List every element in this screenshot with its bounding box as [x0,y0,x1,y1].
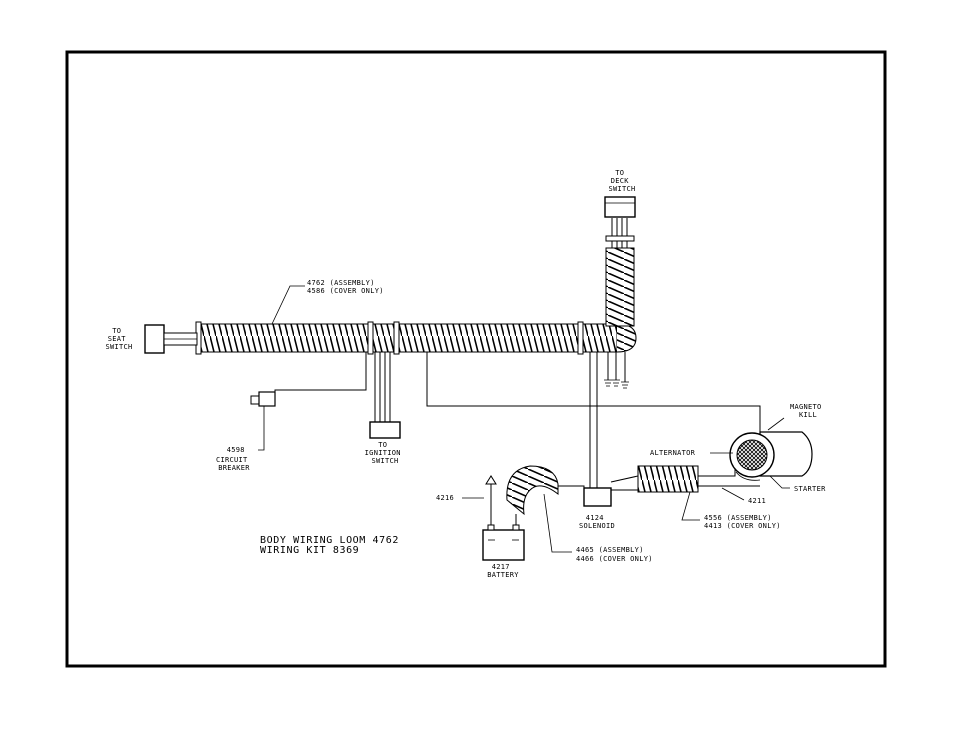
ground-strap [462,475,497,525]
seat-switch-label: TO SEAT SWITCH [105,327,132,351]
deck-switch-label: TO DECK SWITCH [608,169,635,193]
starter-leader [769,475,790,489]
alternator-label: ALTERNATOR [650,449,696,457]
circuit-breaker [250,391,276,451]
solenoid [583,487,612,507]
battery-loom-leader [543,493,572,553]
battery [482,529,525,561]
battery-label: 4217 BATTERY [487,563,519,579]
ground-terminals [604,352,629,389]
engine [729,431,813,481]
magneto-kill-label: MAGNETO KILL [790,403,826,419]
ignition-switch-connector [369,421,401,439]
magneto-kill-wire [426,352,761,432]
diagram-title: BODY WIRING LOOM 4762 WIRING KIT 8369 [260,535,406,556]
main-loom-leader [271,285,305,325]
starter-part-leader [721,487,745,501]
alternator-loom-label: 4556 (ASSEMBLY) 4413 (COVER ONLY) [704,514,781,530]
solenoid-label: 4124 SOLENOID [579,514,615,530]
ignition-wires [274,352,391,422]
main-loom-label: 4762 (ASSEMBLY) 4586 (COVER ONLY) [307,279,384,295]
main-loom [195,321,637,355]
engine-flywheel-screen [736,439,768,471]
alternator-loom [610,462,760,521]
diagram-frame [65,50,887,668]
deck-loom [605,218,635,327]
battery-loom [506,465,585,525]
starter-part-label: 4211 [748,497,766,505]
circuit-breaker-label: 4598 CIRCUIT BREAKER [216,446,252,472]
seat-switch-connector [144,324,165,354]
battery-loom-label: 4465 (ASSEMBLY) 4466 (COVER ONLY) [576,546,653,563]
ignition-switch-label: TO IGNITION SWITCH [365,441,406,465]
ground-strap-label: 4216 [436,494,454,502]
magneto-kill-leader [767,417,785,431]
deck-switch-connector [604,196,636,218]
starter-label: STARTER [794,485,826,493]
